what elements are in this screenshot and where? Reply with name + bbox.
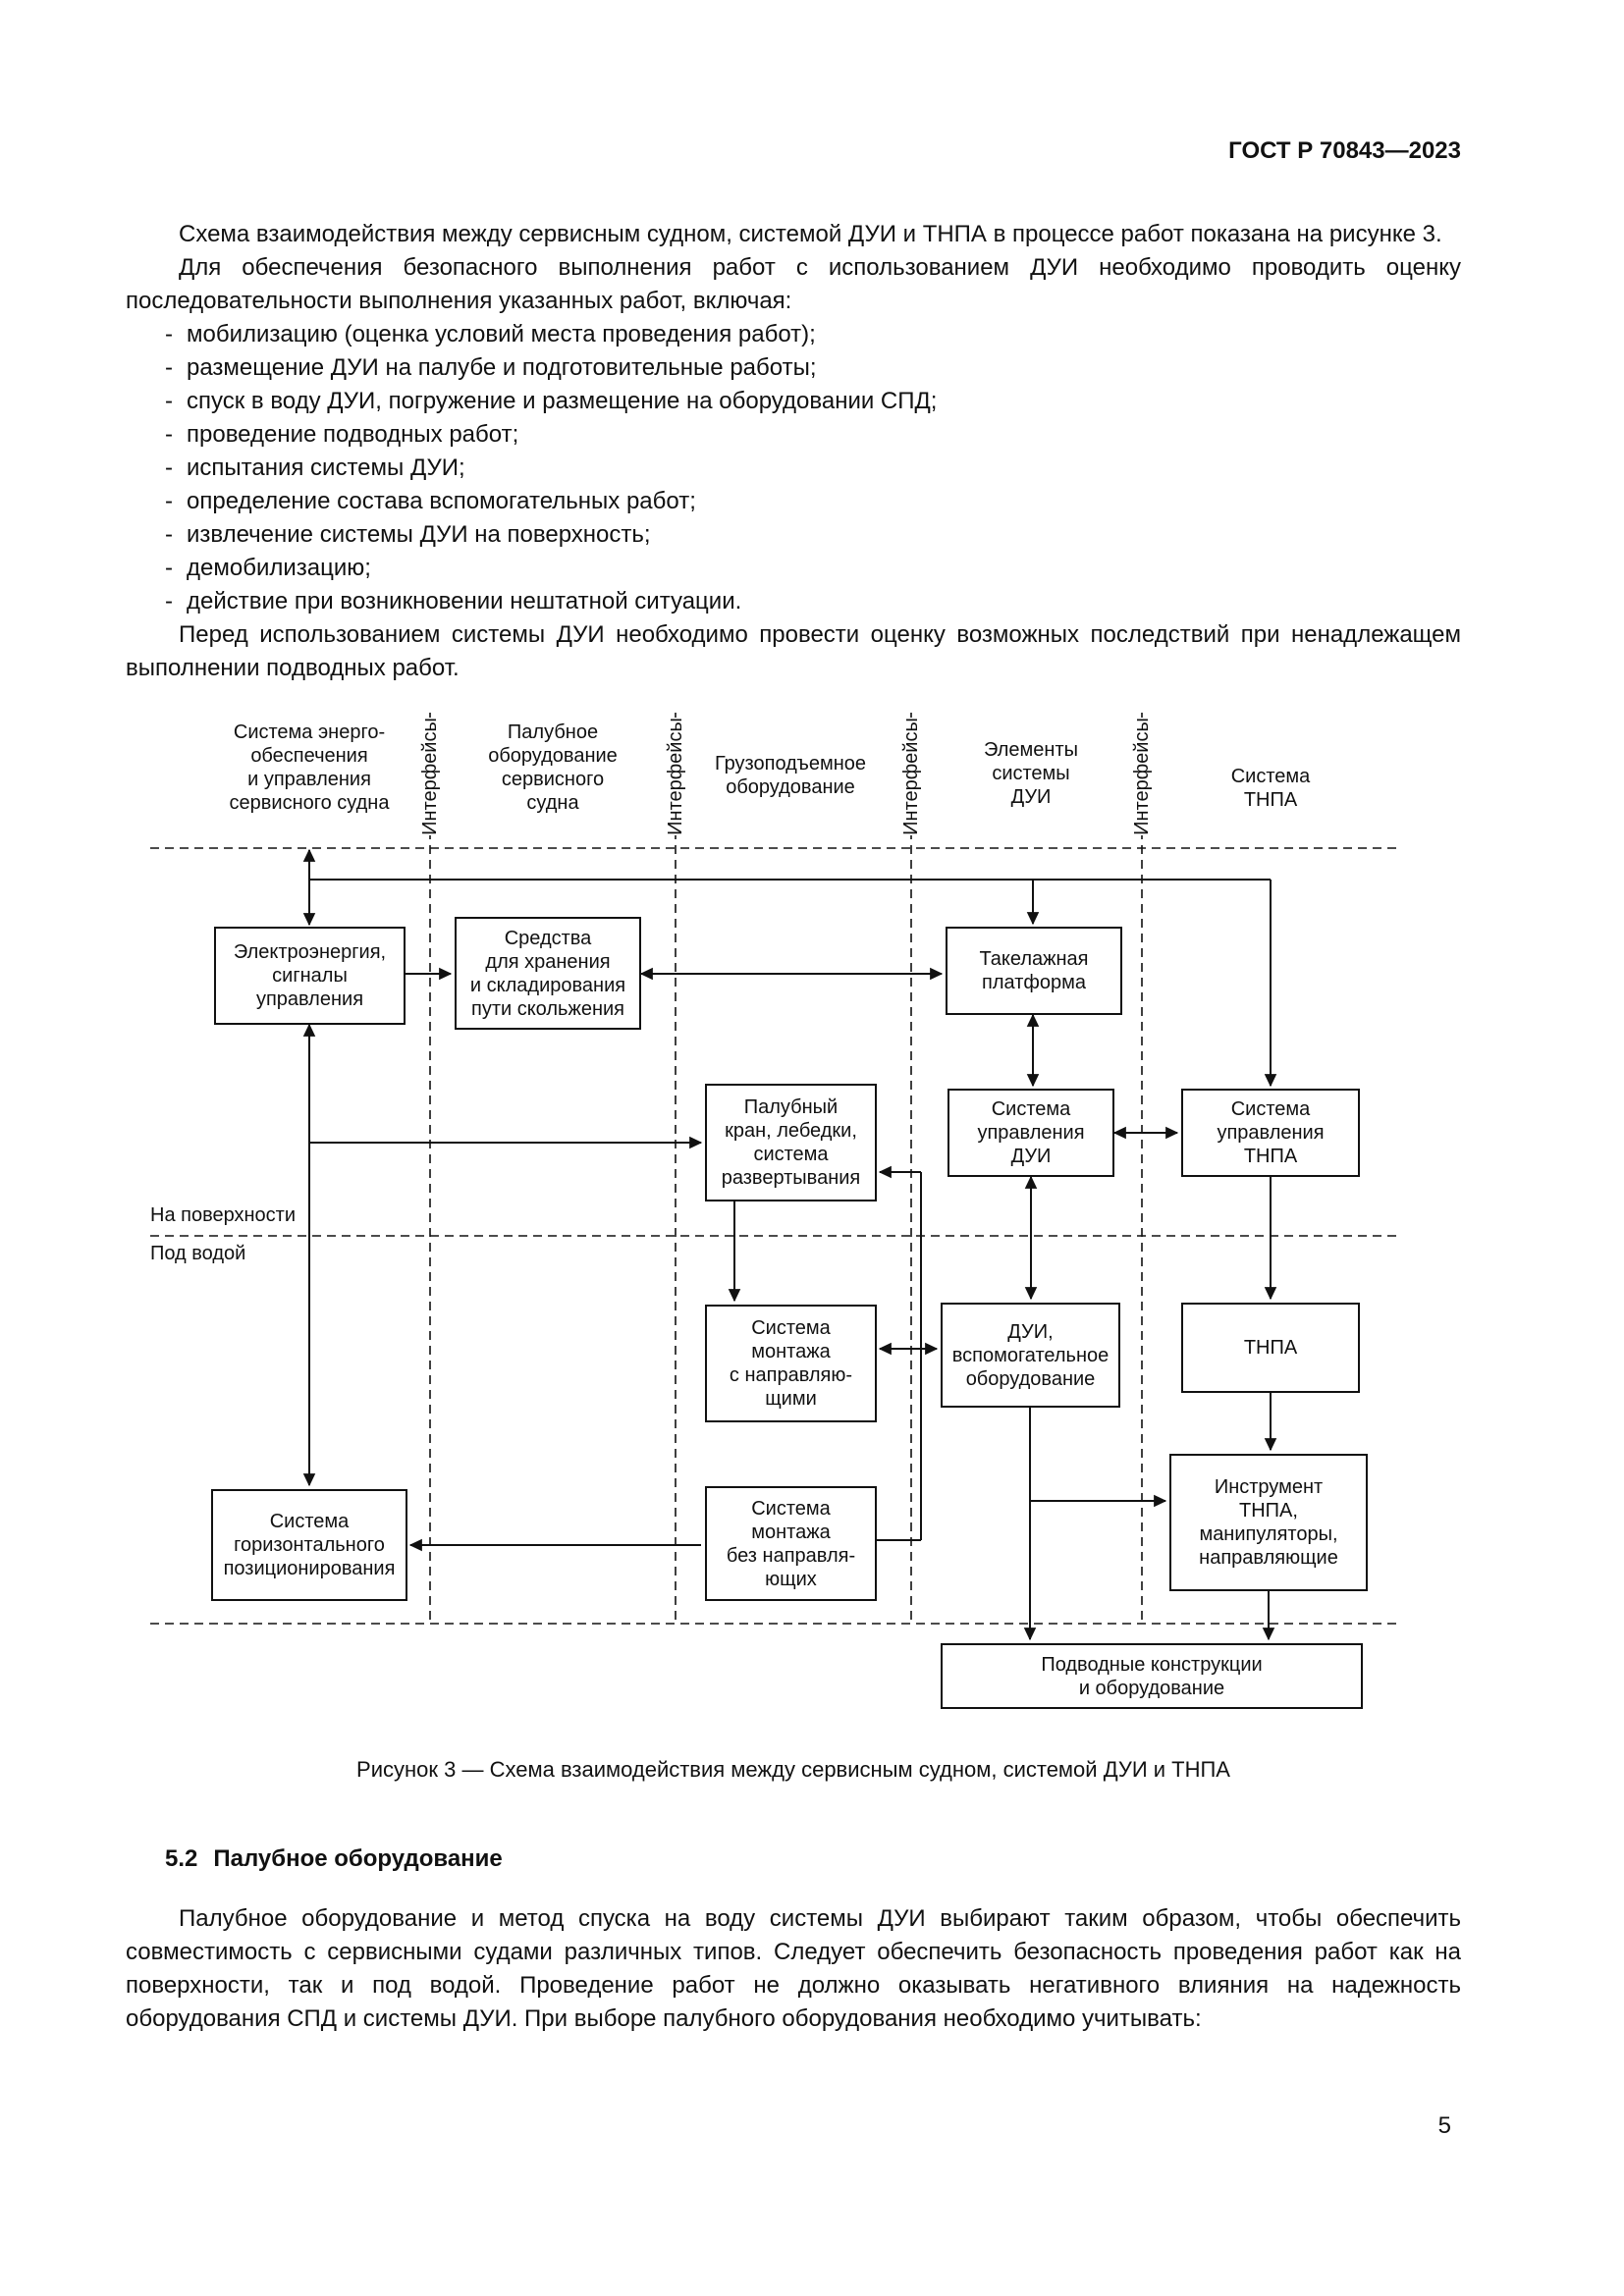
diagram-connectors	[150, 713, 1397, 1641]
column-header-dui-elements: Элементы системы ДУИ	[984, 739, 1078, 808]
figure-3-diagram: Система энерго- обеспечения и управления…	[126, 711, 1402, 1727]
paragraph-section-body: Палубное оборудование и метод спуска на …	[126, 1905, 1461, 2032]
list-item: -спуск в воду ДУИ, погружение и размещен…	[165, 385, 1461, 418]
box-tnpa-control-system: Система управления ТНПА	[1181, 1089, 1360, 1177]
list-item-text: размещение ДУИ на палубе и подготовитель…	[187, 354, 817, 381]
box-dui-auxiliary-equipment: ДУИ, вспомогательное оборудование	[941, 1303, 1120, 1408]
box-horizontal-positioning: Система горизонтального позиционирования	[211, 1489, 407, 1601]
list-marker: -	[165, 555, 173, 581]
list-item: -извлечение системы ДУИ на поверхность;	[165, 518, 1461, 552]
section-number: 5.2	[165, 1845, 198, 1872]
list-item: -проведение подводных работ;	[165, 418, 1461, 452]
column-label-interfaces: Интерфейсы	[899, 718, 923, 835]
column-label-interfaces: Интерфейсы	[664, 718, 687, 835]
list-item-text: извлечение системы ДУИ на поверхность;	[187, 521, 651, 548]
column-label-interfaces: Интерфейсы	[1130, 718, 1154, 835]
paragraph-intro-2: Для обеспечения безопасного выполнения р…	[126, 254, 1461, 314]
box-mounting-system-with-guides: Система монтажа с направляю- щими	[705, 1305, 877, 1422]
column-label-interfaces: Интерфейсы	[418, 718, 442, 835]
column-header-power-system: Система энерго- обеспечения и управления…	[229, 721, 390, 814]
list-item-text: мобилизацию (оценка условий места провед…	[187, 321, 816, 347]
list-item: -мобилизацию (оценка условий места прове…	[165, 318, 1461, 351]
list-marker: -	[165, 521, 173, 548]
box-power-control-signals: Электроэнергия, сигналы управления	[214, 927, 406, 1025]
zone-label-surface: На поверхности	[150, 1203, 301, 1227]
list-item: -демобилизацию;	[165, 552, 1461, 585]
figure-caption: Рисунок 3 — Схема взаимодействия между с…	[356, 1757, 1230, 1782]
paragraph-intro-3: Перед использованием системы ДУИ необход…	[126, 621, 1461, 681]
list-marker: -	[165, 388, 173, 414]
list-item-text: испытания системы ДУИ;	[187, 454, 465, 481]
box-tnpa: ТНПА	[1181, 1303, 1360, 1393]
list-item: -определение состава вспомогательных раб…	[165, 485, 1461, 518]
list-item-text: действие при возникновении нештатной сит…	[187, 588, 742, 614]
dash-list: -мобилизацию (оценка условий места прове…	[165, 318, 1461, 618]
list-item: -испытания системы ДУИ;	[165, 452, 1461, 485]
column-header-lifting-equipment: Грузоподъемное оборудование	[714, 753, 867, 798]
paragraph-intro-1: Схема взаимодействия между сервисным суд…	[179, 221, 1442, 247]
box-deck-crane-winches: Палубный кран, лебедки, система разверты…	[705, 1084, 877, 1201]
list-item: -размещение ДУИ на палубе и подготовител…	[165, 351, 1461, 385]
list-marker: -	[165, 321, 173, 347]
page-content: ГОСТ Р 70843—2023 Схема взаимодействия м…	[126, 137, 1461, 2032]
list-item-text: проведение подводных работ;	[187, 421, 519, 448]
list-marker: -	[165, 588, 173, 614]
list-item: -действие при возникновении нештатной си…	[165, 585, 1461, 618]
list-marker: -	[165, 421, 173, 448]
box-tnpa-tools-manipulators: Инструмент ТНПА, манипуляторы, направляю…	[1169, 1454, 1368, 1591]
list-marker: -	[165, 454, 173, 481]
section-title: Палубное оборудование	[213, 1845, 503, 1872]
list-item-text: спуск в воду ДУИ, погружение и размещени…	[187, 388, 938, 414]
page-number: 5	[1437, 2112, 1451, 2139]
box-mounting-system-without-guides: Система монтажа без направля- ющих	[705, 1486, 877, 1601]
box-rigging-platform: Такелажная платформа	[946, 927, 1122, 1015]
box-storage-skid-means: Средства для хранения и складирования пу…	[455, 917, 641, 1030]
column-header-deck-equipment: Палубное оборудование сервисного судна	[488, 721, 618, 814]
section-heading: 5.2 Палубное оборудование	[165, 1845, 1461, 1873]
box-underwater-structures: Подводные конструкции и оборудование	[941, 1643, 1363, 1709]
zone-label-underwater: Под водой	[150, 1242, 252, 1265]
box-dui-control-system: Система управления ДУИ	[947, 1089, 1114, 1177]
list-item-text: демобилизацию;	[187, 555, 371, 581]
column-header-tnpa-system: Система ТНПА	[1230, 766, 1311, 811]
list-marker: -	[165, 354, 173, 381]
document-header: ГОСТ Р 70843—2023	[1228, 137, 1461, 164]
list-item-text: определение состава вспомогательных рабо…	[187, 488, 696, 514]
list-marker: -	[165, 488, 173, 514]
